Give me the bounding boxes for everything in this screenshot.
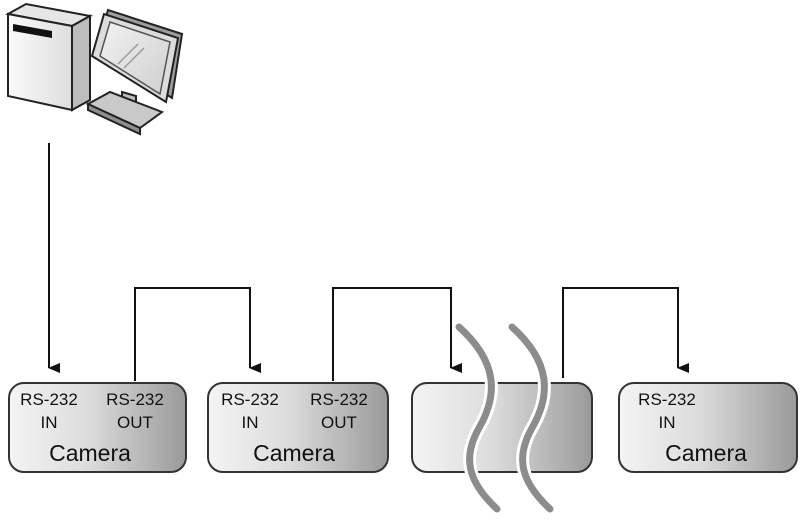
camera-1-out-label: RS-232 xyxy=(106,390,164,409)
camera-3-in-sub: IN xyxy=(659,413,676,432)
connection-lines xyxy=(48,143,689,381)
camera-2-out-label: RS-232 xyxy=(310,390,368,409)
camera-1-in-sub: IN xyxy=(41,413,58,432)
camera-2-in-sub: IN xyxy=(242,413,259,432)
continuation-box xyxy=(411,382,593,473)
camera-3-name: Camera xyxy=(665,440,747,466)
break-wave-right xyxy=(508,323,554,513)
chain-break-waves xyxy=(452,320,557,516)
camera-2-box: RS-232 IN RS-232 OUT Camera xyxy=(207,382,389,473)
camera2-to-next-line xyxy=(332,287,462,381)
camera-1-box: RS-232 IN RS-232 OUT Camera xyxy=(8,382,187,473)
camera-2-out-sub: OUT xyxy=(321,413,357,432)
camera-2-in-label: RS-232 xyxy=(221,390,279,409)
break-wave-left xyxy=(455,323,501,513)
camera-1-name: Camera xyxy=(49,440,131,466)
camera-1-out-sub: OUT xyxy=(117,413,153,432)
desktop-computer-icon xyxy=(5,2,184,136)
camera-2-name: Camera xyxy=(253,440,335,466)
camera1-to-camera2-line xyxy=(134,287,261,381)
camera-3-in-label: RS-232 xyxy=(638,390,696,409)
camera-3-box: RS-232 IN Camera xyxy=(618,382,798,473)
camera-1-in-label: RS-232 xyxy=(20,390,78,409)
previous-to-camera3-line xyxy=(562,287,689,378)
